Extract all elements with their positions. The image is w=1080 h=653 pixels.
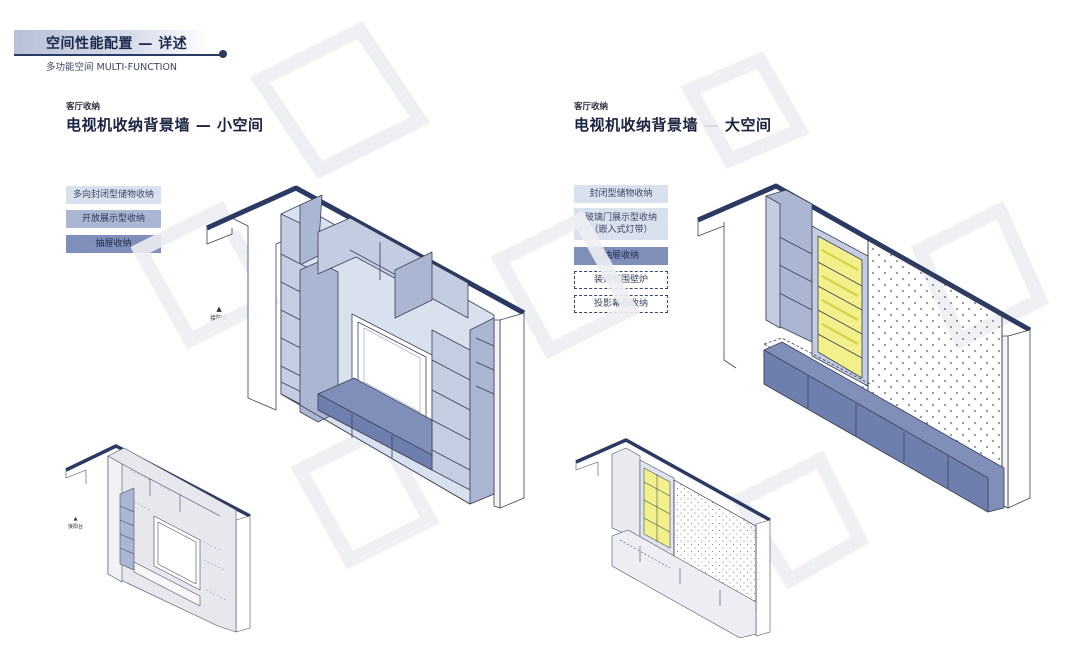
legend-open-display: 开放展示型收纳: [66, 210, 161, 228]
triangle-marker-icon: ▲: [73, 516, 78, 522]
triangle-marker-icon: ▲: [216, 305, 222, 313]
right-title: 电视机收纳背景墙 — 大空间: [574, 116, 772, 134]
header-dot: [219, 50, 227, 58]
left-small-wall-unit: [65, 444, 251, 633]
right-small-wall-unit: [575, 438, 771, 639]
page-header: 空间性能配置 — 详述 多功能空间 MULTI-FUNCTION: [14, 30, 229, 74]
page-title: 空间性能配置 — 详述: [46, 36, 188, 52]
page-subtitle: 多功能空间 MULTI-FUNCTION: [46, 62, 178, 73]
legend-closed-storage: 多向封闭型储物收纳: [66, 186, 161, 204]
header-divider: [14, 54, 222, 56]
left-kicker: 客厅收纳: [66, 102, 101, 112]
watermark: [130, 20, 1050, 590]
left-title: 电视机收纳背景墙 — 小空间: [66, 116, 264, 134]
right-kicker: 客厅收纳: [574, 102, 609, 112]
left-main-wall-unit: [205, 185, 526, 509]
header-band: [14, 30, 210, 54]
right-main-wall-unit: [697, 183, 1032, 513]
balcony-annotation-small: ▲ 接阳台: [68, 516, 84, 530]
legend-closed-storage: 封闭型储物收纳: [574, 185, 668, 203]
